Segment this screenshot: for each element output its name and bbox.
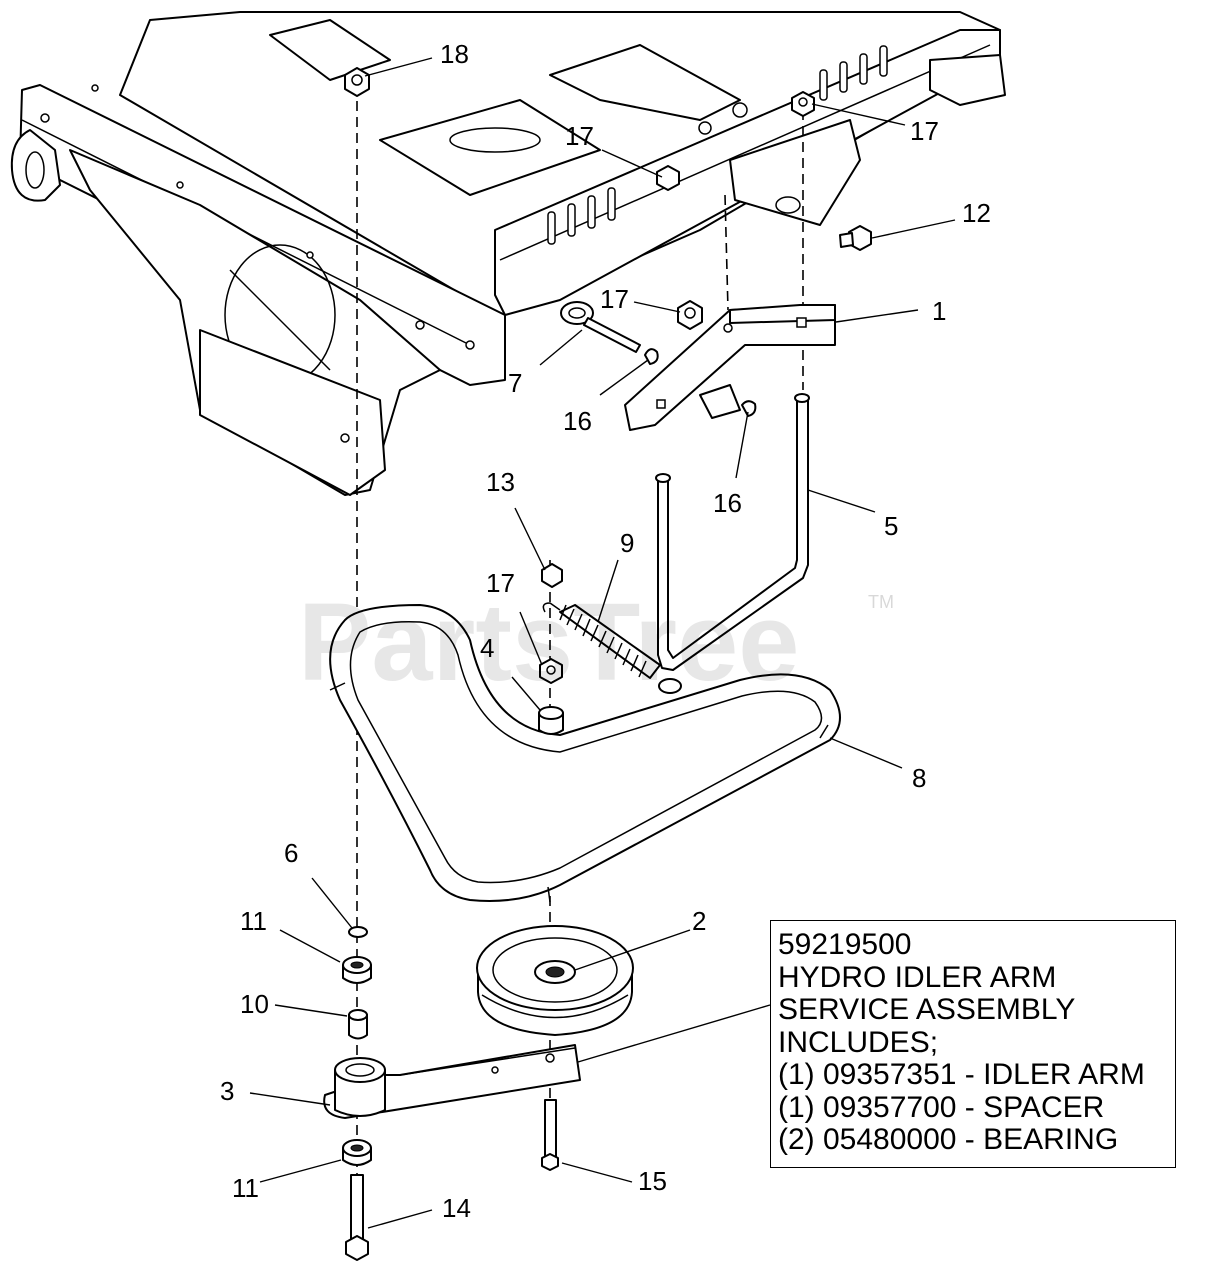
callout-15: 13	[486, 467, 515, 497]
part-16-clip-right	[741, 400, 757, 417]
part-4-spacer	[538, 706, 564, 735]
part-18-nut	[344, 67, 370, 97]
callout-2: 2	[692, 906, 706, 936]
callout-11: 11	[232, 1173, 259, 1203]
callout-16: 16	[713, 488, 742, 518]
service-assembly-info-box: 59219500 HYDRO IDLER ARM SERVICE ASSEMBL…	[770, 920, 1176, 1168]
info-box-line-bearing: (2) 05480000 - BEARING	[778, 1123, 1119, 1156]
part-11-bearing-upper	[342, 956, 372, 984]
rail-slots	[547, 45, 888, 245]
watermark: PartsTree TM	[298, 581, 894, 704]
callout-1: 1	[932, 296, 946, 326]
callout-3: 3	[220, 1076, 234, 1106]
callout-18: 18	[440, 39, 469, 69]
part-17-nut-bracket	[677, 300, 703, 330]
callout-4: 4	[480, 633, 494, 663]
callout-6: 6	[284, 838, 298, 868]
part-7-eye-bolt	[560, 301, 641, 353]
svg-text:PartsTree: PartsTree	[298, 581, 799, 704]
part-12-bolt	[775, 196, 872, 251]
part-2-pulley	[476, 925, 634, 1036]
svg-text:TM: TM	[868, 592, 894, 612]
info-box-line-includes: INCLUDES;	[778, 1025, 939, 1059]
callout-16: 16	[563, 406, 592, 436]
callout-11: 11	[240, 906, 267, 936]
callout-labels: 18 17 17 12 1 17 7 16 16 5 13 9 17 4 8 6…	[220, 39, 991, 1223]
callout-12: 12	[962, 198, 991, 228]
part-17-nut-frame	[656, 165, 680, 191]
callout-17: 17	[486, 568, 515, 598]
info-box-line-spacer: (1) 09357700 - SPACER	[778, 1090, 1105, 1124]
part-11-bearing-lower	[342, 1139, 372, 1166]
callout-10: 10	[240, 989, 269, 1019]
callout-7: 7	[508, 368, 522, 398]
part-6-retaining-ring	[348, 926, 368, 938]
part-5-u-rod	[655, 393, 810, 671]
callout-17: 17	[600, 284, 629, 314]
part-15-nut	[541, 563, 563, 588]
callout-17: 17	[910, 116, 939, 146]
part-9-spring	[542, 602, 682, 694]
part-1-bracket	[624, 304, 836, 431]
part-3-idler-arm	[323, 1044, 581, 1119]
mower-frame	[10, 11, 1006, 496]
part-17-nut-idler	[539, 658, 563, 684]
callout-17: 17	[565, 121, 594, 151]
part-8-belt	[329, 604, 841, 903]
part-17-nut-top-right	[791, 91, 815, 117]
part-10-spacer	[348, 1009, 368, 1040]
info-box-line-title: HYDRO IDLER ARM	[778, 960, 1057, 994]
info-box-line-part-number: 59219500	[778, 928, 912, 961]
callout-9: 9	[620, 528, 634, 558]
part-14-bolt	[541, 1099, 559, 1171]
callout-5: 5	[884, 511, 898, 541]
callout-13: 14	[442, 1193, 471, 1223]
info-box-line-subtitle: SERVICE ASSEMBLY	[778, 993, 1076, 1026]
leader-lines	[249, 57, 956, 1229]
info-box-line-idler-arm: (1) 09357351 - IDLER ARM	[778, 1058, 1145, 1091]
callout-14: 15	[638, 1166, 667, 1196]
part-16-clip-left	[644, 348, 659, 365]
callout-8: 8	[912, 763, 926, 793]
part-13-bolt	[345, 1174, 369, 1261]
